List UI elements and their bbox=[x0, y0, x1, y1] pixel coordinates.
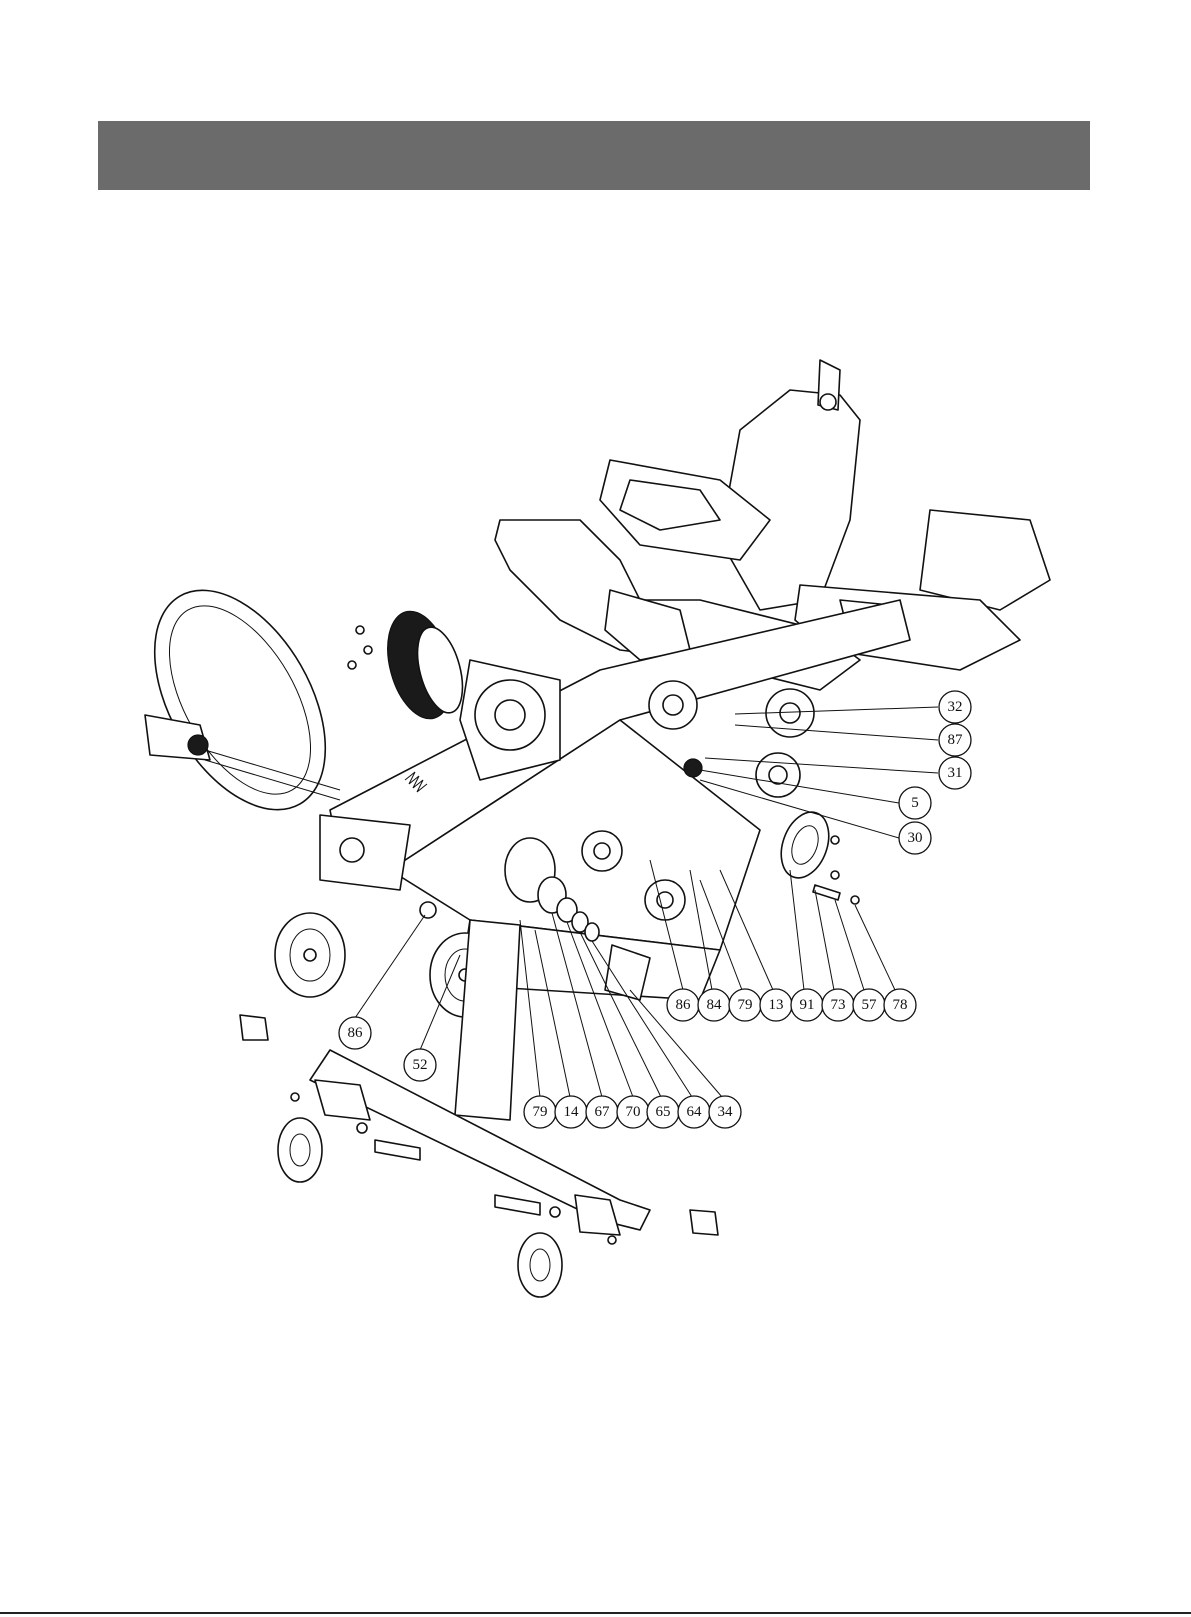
callout-57: 57 bbox=[853, 989, 885, 1021]
callout-label-32: 32 bbox=[948, 699, 963, 715]
callout-65: 65 bbox=[647, 1096, 679, 1128]
callout-label-79-right: 79 bbox=[738, 997, 753, 1013]
callout-label-67: 67 bbox=[595, 1104, 611, 1120]
callout-79-right: 79 bbox=[729, 989, 761, 1021]
callout-label-73: 73 bbox=[831, 997, 846, 1013]
callout-label-78: 78 bbox=[893, 997, 908, 1013]
callout-label-70: 70 bbox=[626, 1104, 641, 1120]
callout-label-57: 57 bbox=[862, 997, 878, 1013]
callout-34: 34 bbox=[709, 1096, 741, 1128]
callout-label-13: 13 bbox=[769, 997, 784, 1013]
callout-label-14: 14 bbox=[564, 1104, 580, 1120]
callout-label-65: 65 bbox=[656, 1104, 671, 1120]
callout-64: 64 bbox=[678, 1096, 710, 1128]
page-bottom-rule bbox=[0, 1612, 1191, 1614]
callout-label-5: 5 bbox=[911, 795, 919, 811]
callout-label-86-right: 86 bbox=[676, 997, 692, 1013]
callout-78: 78 bbox=[884, 989, 916, 1021]
callout-label-30: 30 bbox=[908, 830, 923, 846]
callout-86-right: 86 bbox=[667, 989, 699, 1021]
callout-label-87: 87 bbox=[948, 732, 964, 748]
callout-32: 32 bbox=[939, 691, 971, 723]
callout-84: 84 bbox=[698, 989, 730, 1021]
callout-label-64: 64 bbox=[687, 1104, 703, 1120]
callout-73: 73 bbox=[822, 989, 854, 1021]
callout-14: 14 bbox=[555, 1096, 587, 1128]
callout-label-34: 34 bbox=[718, 1104, 734, 1120]
callout-label-31: 31 bbox=[948, 765, 963, 781]
callout-label-86-left: 86 bbox=[348, 1025, 364, 1041]
callout-91: 91 bbox=[791, 989, 823, 1021]
callout-79-bottom: 79 bbox=[524, 1096, 556, 1128]
callout-13: 13 bbox=[760, 989, 792, 1021]
callout-label-84: 84 bbox=[707, 997, 723, 1013]
callout-label-91: 91 bbox=[800, 997, 815, 1013]
callout-70: 70 bbox=[617, 1096, 649, 1128]
callout-87: 87 bbox=[939, 724, 971, 756]
callout-52: 52 bbox=[404, 1049, 436, 1081]
callout-label-52: 52 bbox=[413, 1057, 428, 1073]
callout-31: 31 bbox=[939, 757, 971, 789]
callout-67: 67 bbox=[586, 1096, 618, 1128]
callout-5: 5 bbox=[899, 787, 931, 819]
callout-30: 30 bbox=[899, 822, 931, 854]
callout-86-left: 86 bbox=[339, 1017, 371, 1049]
callout-label-79-bottom: 79 bbox=[533, 1104, 548, 1120]
